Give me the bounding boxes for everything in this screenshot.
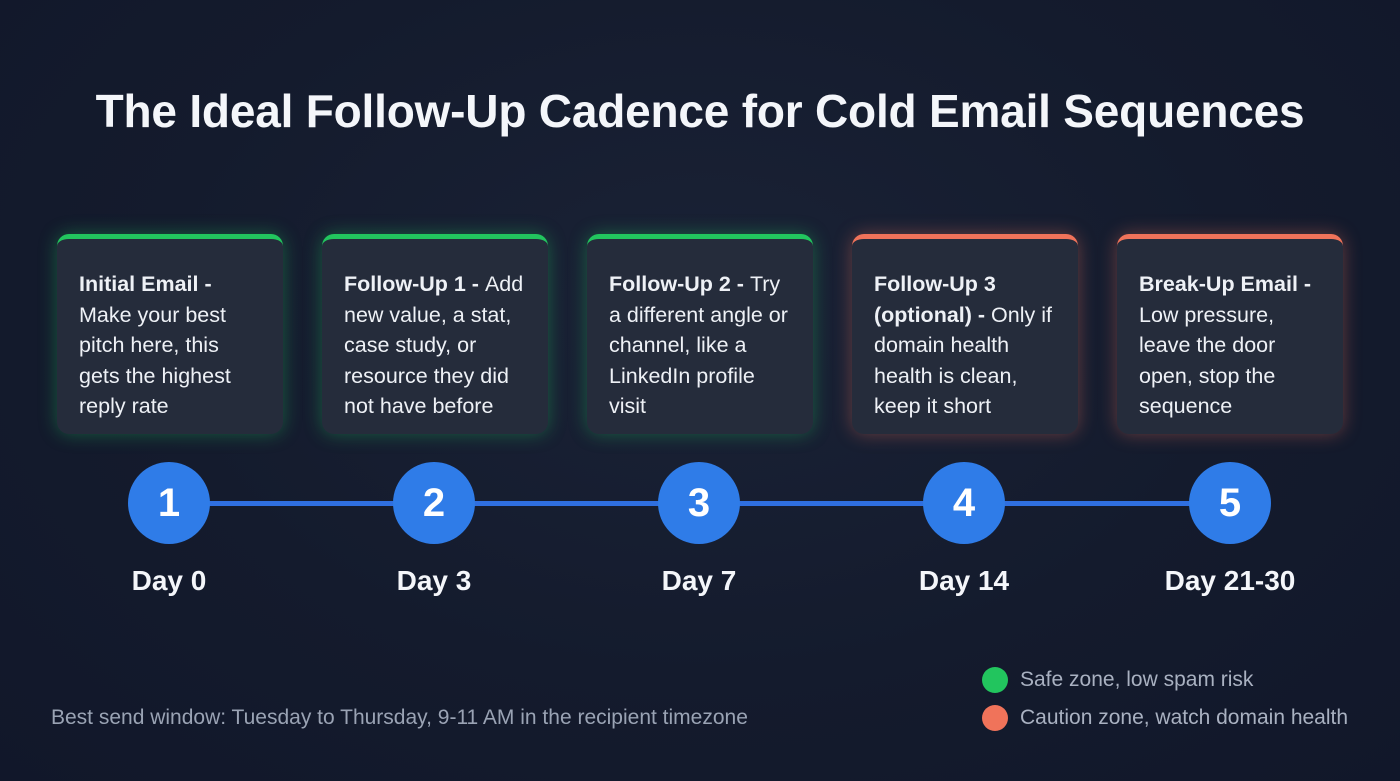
step-body: Make your best pitch here, this gets the…	[79, 302, 231, 419]
day-label: Day 14	[918, 565, 1010, 596]
legend-label: Safe zone, low spam risk	[1020, 668, 1254, 691]
legend-item-safe: Safe zone, low spam risk	[982, 667, 1253, 693]
day-label: Day 7	[661, 565, 737, 596]
step-node-3: 3	[658, 462, 740, 544]
step-card-follow-up-2: Follow-Up 2 - Try a different angle or c…	[587, 234, 813, 434]
day-label: Day 21-30	[1164, 565, 1296, 596]
step-body: Low pressure, leave the door open, stop …	[1139, 302, 1276, 419]
step-node-1: 1	[128, 462, 210, 544]
step-node-5: 5	[1189, 462, 1271, 544]
day-label: Day 0	[131, 565, 207, 596]
step-node-2: 2	[393, 462, 475, 544]
step-body: Add new value, a stat, case study, or re…	[344, 272, 524, 418]
step-heading: Initial Email -	[79, 272, 212, 296]
step-heading: Follow-Up 2 -	[609, 272, 750, 296]
day-label: Day 3	[396, 565, 472, 596]
orange-dot-icon	[982, 705, 1008, 731]
step-body: Try a different angle or channel, like a…	[609, 272, 788, 418]
step-card-follow-up-3: Follow-Up 3 (optional) - Only if domain …	[852, 234, 1078, 434]
step-card-initial-email: Initial Email - Make your best pitch her…	[57, 234, 283, 434]
legend-item-caution: Caution zone, watch domain health	[982, 705, 1348, 731]
legend-label: Caution zone, watch domain health	[1020, 706, 1349, 729]
step-heading: Follow-Up 3 (optional) -	[874, 272, 996, 327]
send-window-note: Best send window: Tuesday to Thursday, 9…	[51, 706, 748, 729]
page-title: The Ideal Follow-Up Cadence for Cold Ema…	[95, 85, 1305, 137]
step-heading: Follow-Up 1 -	[344, 272, 485, 296]
green-dot-icon	[982, 667, 1008, 693]
step-body: Only if domain health health is clean, k…	[874, 302, 1052, 419]
step-card-break-up-email: Break-Up Email - Low pressure, leave the…	[1117, 234, 1343, 434]
step-node-4: 4	[923, 462, 1005, 544]
step-heading: Break-Up Email -	[1139, 272, 1312, 296]
step-card-follow-up-1: Follow-Up 1 - Add new value, a stat, cas…	[322, 234, 548, 434]
